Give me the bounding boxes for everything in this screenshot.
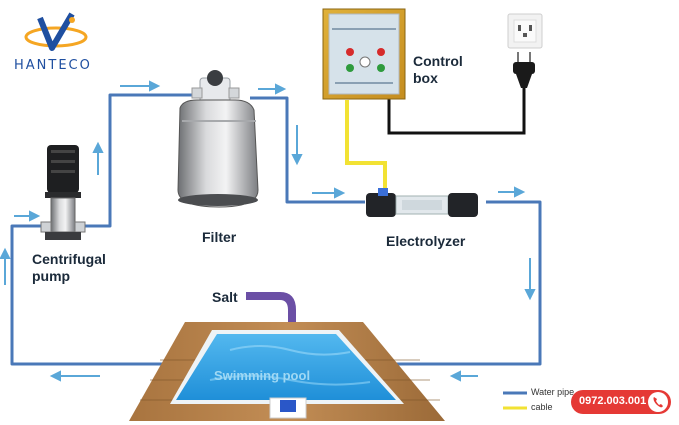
water-pipe xyxy=(10,93,542,366)
legend-water-pipe: Water pipe xyxy=(531,387,575,397)
label-centrifugal-pump: Centrifugal pump xyxy=(32,251,106,284)
label-salt: Salt xyxy=(212,289,238,305)
cable-yellow xyxy=(345,100,387,190)
sand-filter xyxy=(177,70,259,208)
phone-icon xyxy=(648,392,668,412)
legend-cable: cable xyxy=(531,402,553,412)
flow-arrows xyxy=(0,80,536,382)
power-plug-icon xyxy=(513,52,535,88)
swimming-pool xyxy=(129,322,445,421)
control-box xyxy=(322,8,406,100)
electrolyzer-cell xyxy=(366,188,478,217)
power-wire xyxy=(387,86,526,135)
brand-name: HANTECO xyxy=(14,58,92,73)
label-filter: Filter xyxy=(202,229,237,245)
phone-badge[interactable]: 0972.003.001 xyxy=(571,390,671,414)
label-electrolyzer: Electrolyzer xyxy=(386,233,466,249)
label-swimming-pool: Swimming pool xyxy=(214,368,311,383)
label-control-box: Control box xyxy=(413,53,463,86)
centrifugal-pump xyxy=(40,145,86,240)
logo-icon xyxy=(24,12,88,51)
power-socket-icon xyxy=(507,13,543,49)
phone-number: 0972.003.001 xyxy=(579,395,647,407)
